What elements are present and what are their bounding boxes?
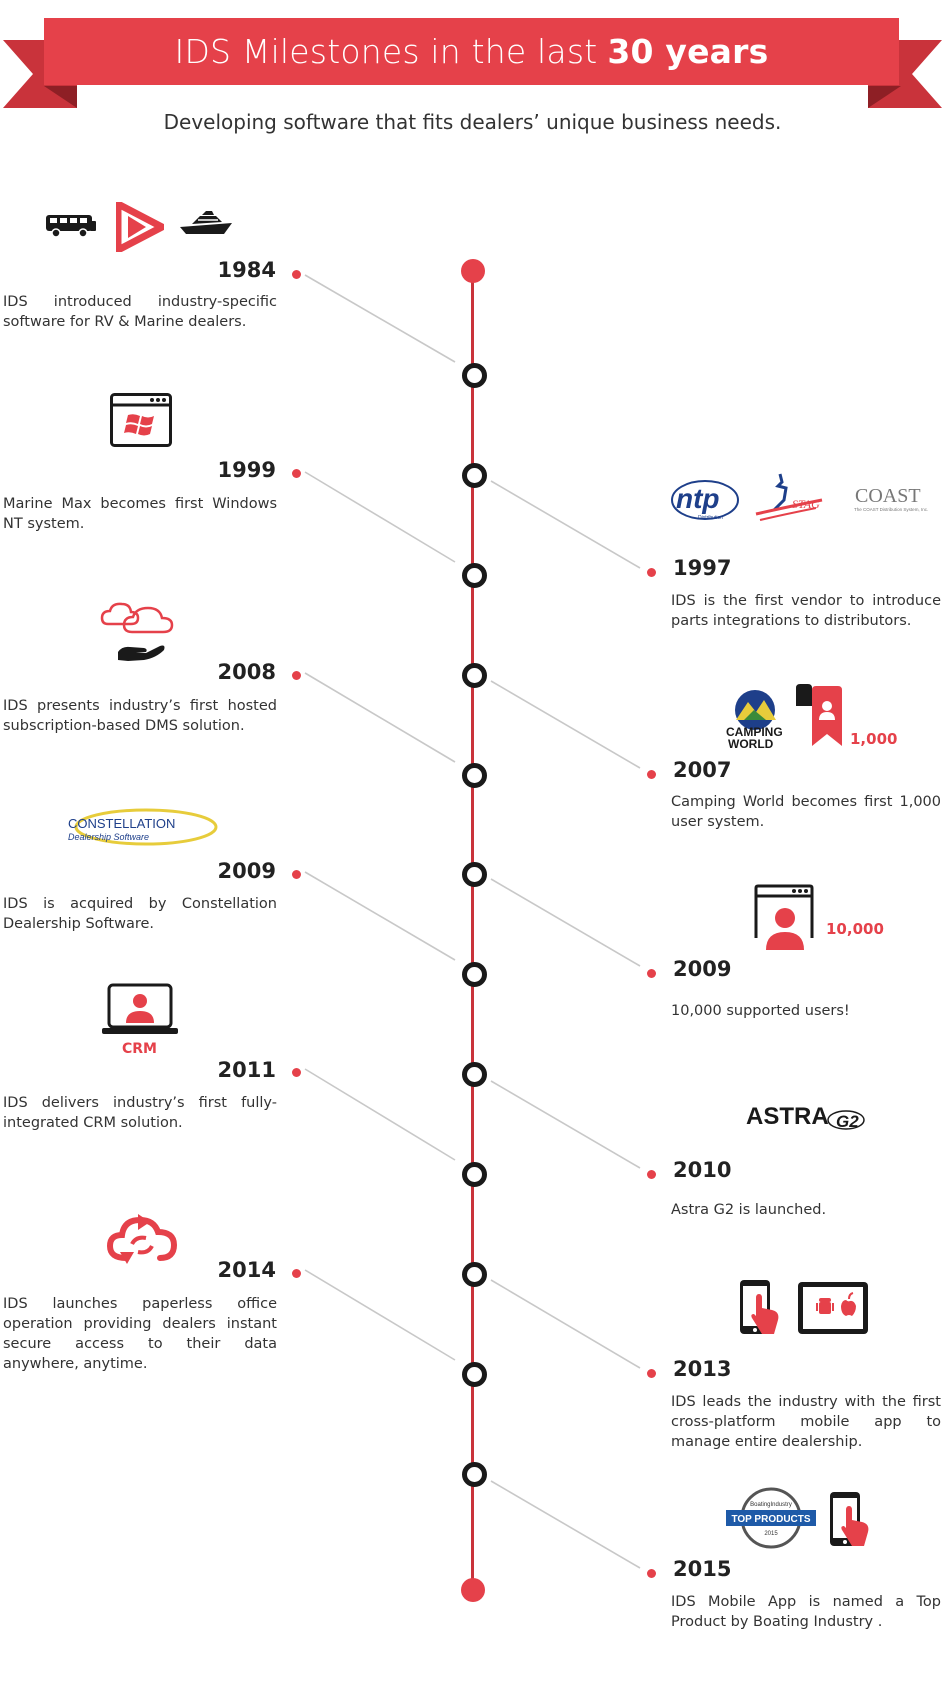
timeline-node <box>462 1462 487 1487</box>
svg-text:BoatingIndustry: BoatingIndustry <box>750 1502 792 1508</box>
year-dot <box>647 1170 656 1179</box>
milestone-text: IDS delivers industry’s first fully-inte… <box>3 1095 277 1131</box>
title-banner: IDS Milestones in the last 30 years <box>44 18 899 85</box>
timeline-node <box>462 962 487 987</box>
milestone-text: IDS Mobile App is named a Top Product by… <box>671 1594 941 1630</box>
timeline-node <box>462 663 487 688</box>
timeline-end-cap <box>461 1578 485 1602</box>
stag-logo: STAG <box>755 473 823 521</box>
year-label: 2015 <box>673 1557 732 1581</box>
bookmark-user-icon <box>796 684 842 746</box>
subtitle: Developing software that fits dealers’ u… <box>163 110 782 134</box>
year-label: 1999 <box>217 458 276 482</box>
rv-icon <box>46 215 96 238</box>
user-count-label: 10,000 <box>826 920 884 938</box>
svg-text:The COAST Distribution System,: The COAST Distribution System, Inc. <box>854 507 928 512</box>
year-label: 1997 <box>673 556 732 580</box>
year-label: 2007 <box>673 758 732 782</box>
svg-text:WORLD: WORLD <box>728 737 774 750</box>
year-dot <box>647 770 656 779</box>
year-dot <box>647 969 656 978</box>
windows-browser-icon <box>110 393 172 447</box>
camping-world-logo: CAMPING WORLD <box>726 690 783 750</box>
constellation-logo: CONSTELLATION Dealership Software <box>68 808 218 846</box>
timeline-node <box>462 1362 487 1387</box>
milestone-text: IDS leads the industry with the first cr… <box>671 1394 941 1450</box>
cloud-sync-icon <box>106 1214 178 1264</box>
user-count-label: 1,000 <box>850 730 898 748</box>
year-dot <box>292 270 301 279</box>
timeline-node <box>462 862 487 887</box>
crm-label: CRM <box>122 1041 157 1057</box>
timeline-node <box>462 763 487 788</box>
astra-g2-logo: ASTRA G2 <box>746 1103 865 1131</box>
timeline-start-cap <box>461 259 485 283</box>
year-dot <box>292 1269 301 1278</box>
timeline-node <box>462 1162 487 1187</box>
year-label: 2009 <box>217 859 276 883</box>
svg-text:Dealership Software: Dealership Software <box>68 832 149 842</box>
svg-text:2015: 2015 <box>764 1531 778 1537</box>
milestone-text: IDS introduced industry-specific softwar… <box>3 294 277 330</box>
phone-touch-icon <box>740 1280 779 1334</box>
svg-text:CAMPING: CAMPING <box>726 725 783 739</box>
year-dot <box>647 1369 656 1378</box>
svg-text:G2: G2 <box>836 1112 859 1131</box>
svg-text:ntp: ntp <box>676 483 720 514</box>
year-dot <box>647 1569 656 1578</box>
timeline-node <box>462 1062 487 1087</box>
year-label: 2009 <box>673 957 732 981</box>
milestone-text: Astra G2 is launched. <box>671 1202 827 1218</box>
year-dot <box>292 469 301 478</box>
timeline-node <box>462 1262 487 1287</box>
year-label: 2013 <box>673 1357 732 1381</box>
year-dot <box>647 568 656 577</box>
svg-text:COAST: COAST <box>855 485 921 507</box>
timeline-spine <box>471 270 474 1588</box>
svg-text:CONSTELLATION: CONSTELLATION <box>68 816 175 831</box>
svg-text:Distribution: Distribution <box>698 515 723 521</box>
year-label: 2008 <box>217 660 276 684</box>
browser-user-icon <box>754 884 814 950</box>
year-dot <box>292 1068 301 1077</box>
year-label: 2011 <box>217 1058 276 1082</box>
milestone-text: 10,000 supported users! <box>671 1003 850 1019</box>
phone-touch-icon <box>830 1492 869 1546</box>
tablet-android-apple-icon <box>798 1282 868 1334</box>
milestone-text: IDS is the first vendor to introduce par… <box>671 593 941 629</box>
svg-text:TOP PRODUCTS: TOP PRODUCTS <box>731 1514 810 1525</box>
milestone-text: IDS presents industry’s first hosted sub… <box>3 698 277 734</box>
year-dot <box>292 671 301 680</box>
top-products-badge: BoatingIndustry TOP PRODUCTS 2015 <box>726 1487 816 1549</box>
year-label: 2014 <box>217 1258 276 1282</box>
svg-text:STAG: STAG <box>792 497 820 511</box>
milestone-text: Marine Max becomes first Windows NT syst… <box>3 496 277 532</box>
milestone-text: IDS is acquired by Constellation Dealers… <box>3 896 277 932</box>
milestone-text: Camping World becomes first 1,000 user s… <box>671 794 941 830</box>
year-label: 2010 <box>673 1158 732 1182</box>
year-label: 1984 <box>217 258 276 282</box>
ntp-logo: ntp Distribution <box>671 480 739 521</box>
title-text: IDS Milestones in the last <box>174 32 598 71</box>
yacht-icon <box>180 211 232 234</box>
ids-logo-icon <box>116 202 164 252</box>
cloud-hand-icon <box>100 602 174 661</box>
coast-logo: COAST The COAST Distribution System, Inc… <box>854 485 928 512</box>
laptop-user-icon <box>102 983 178 1034</box>
timeline-node <box>462 463 487 488</box>
title-bold: 30 years <box>607 32 769 71</box>
timeline-node <box>462 563 487 588</box>
svg-text:ASTRA: ASTRA <box>746 1103 829 1130</box>
year-dot <box>292 870 301 879</box>
timeline-node <box>462 363 487 388</box>
milestone-text: IDS launches paperless office operation … <box>3 1296 277 1372</box>
